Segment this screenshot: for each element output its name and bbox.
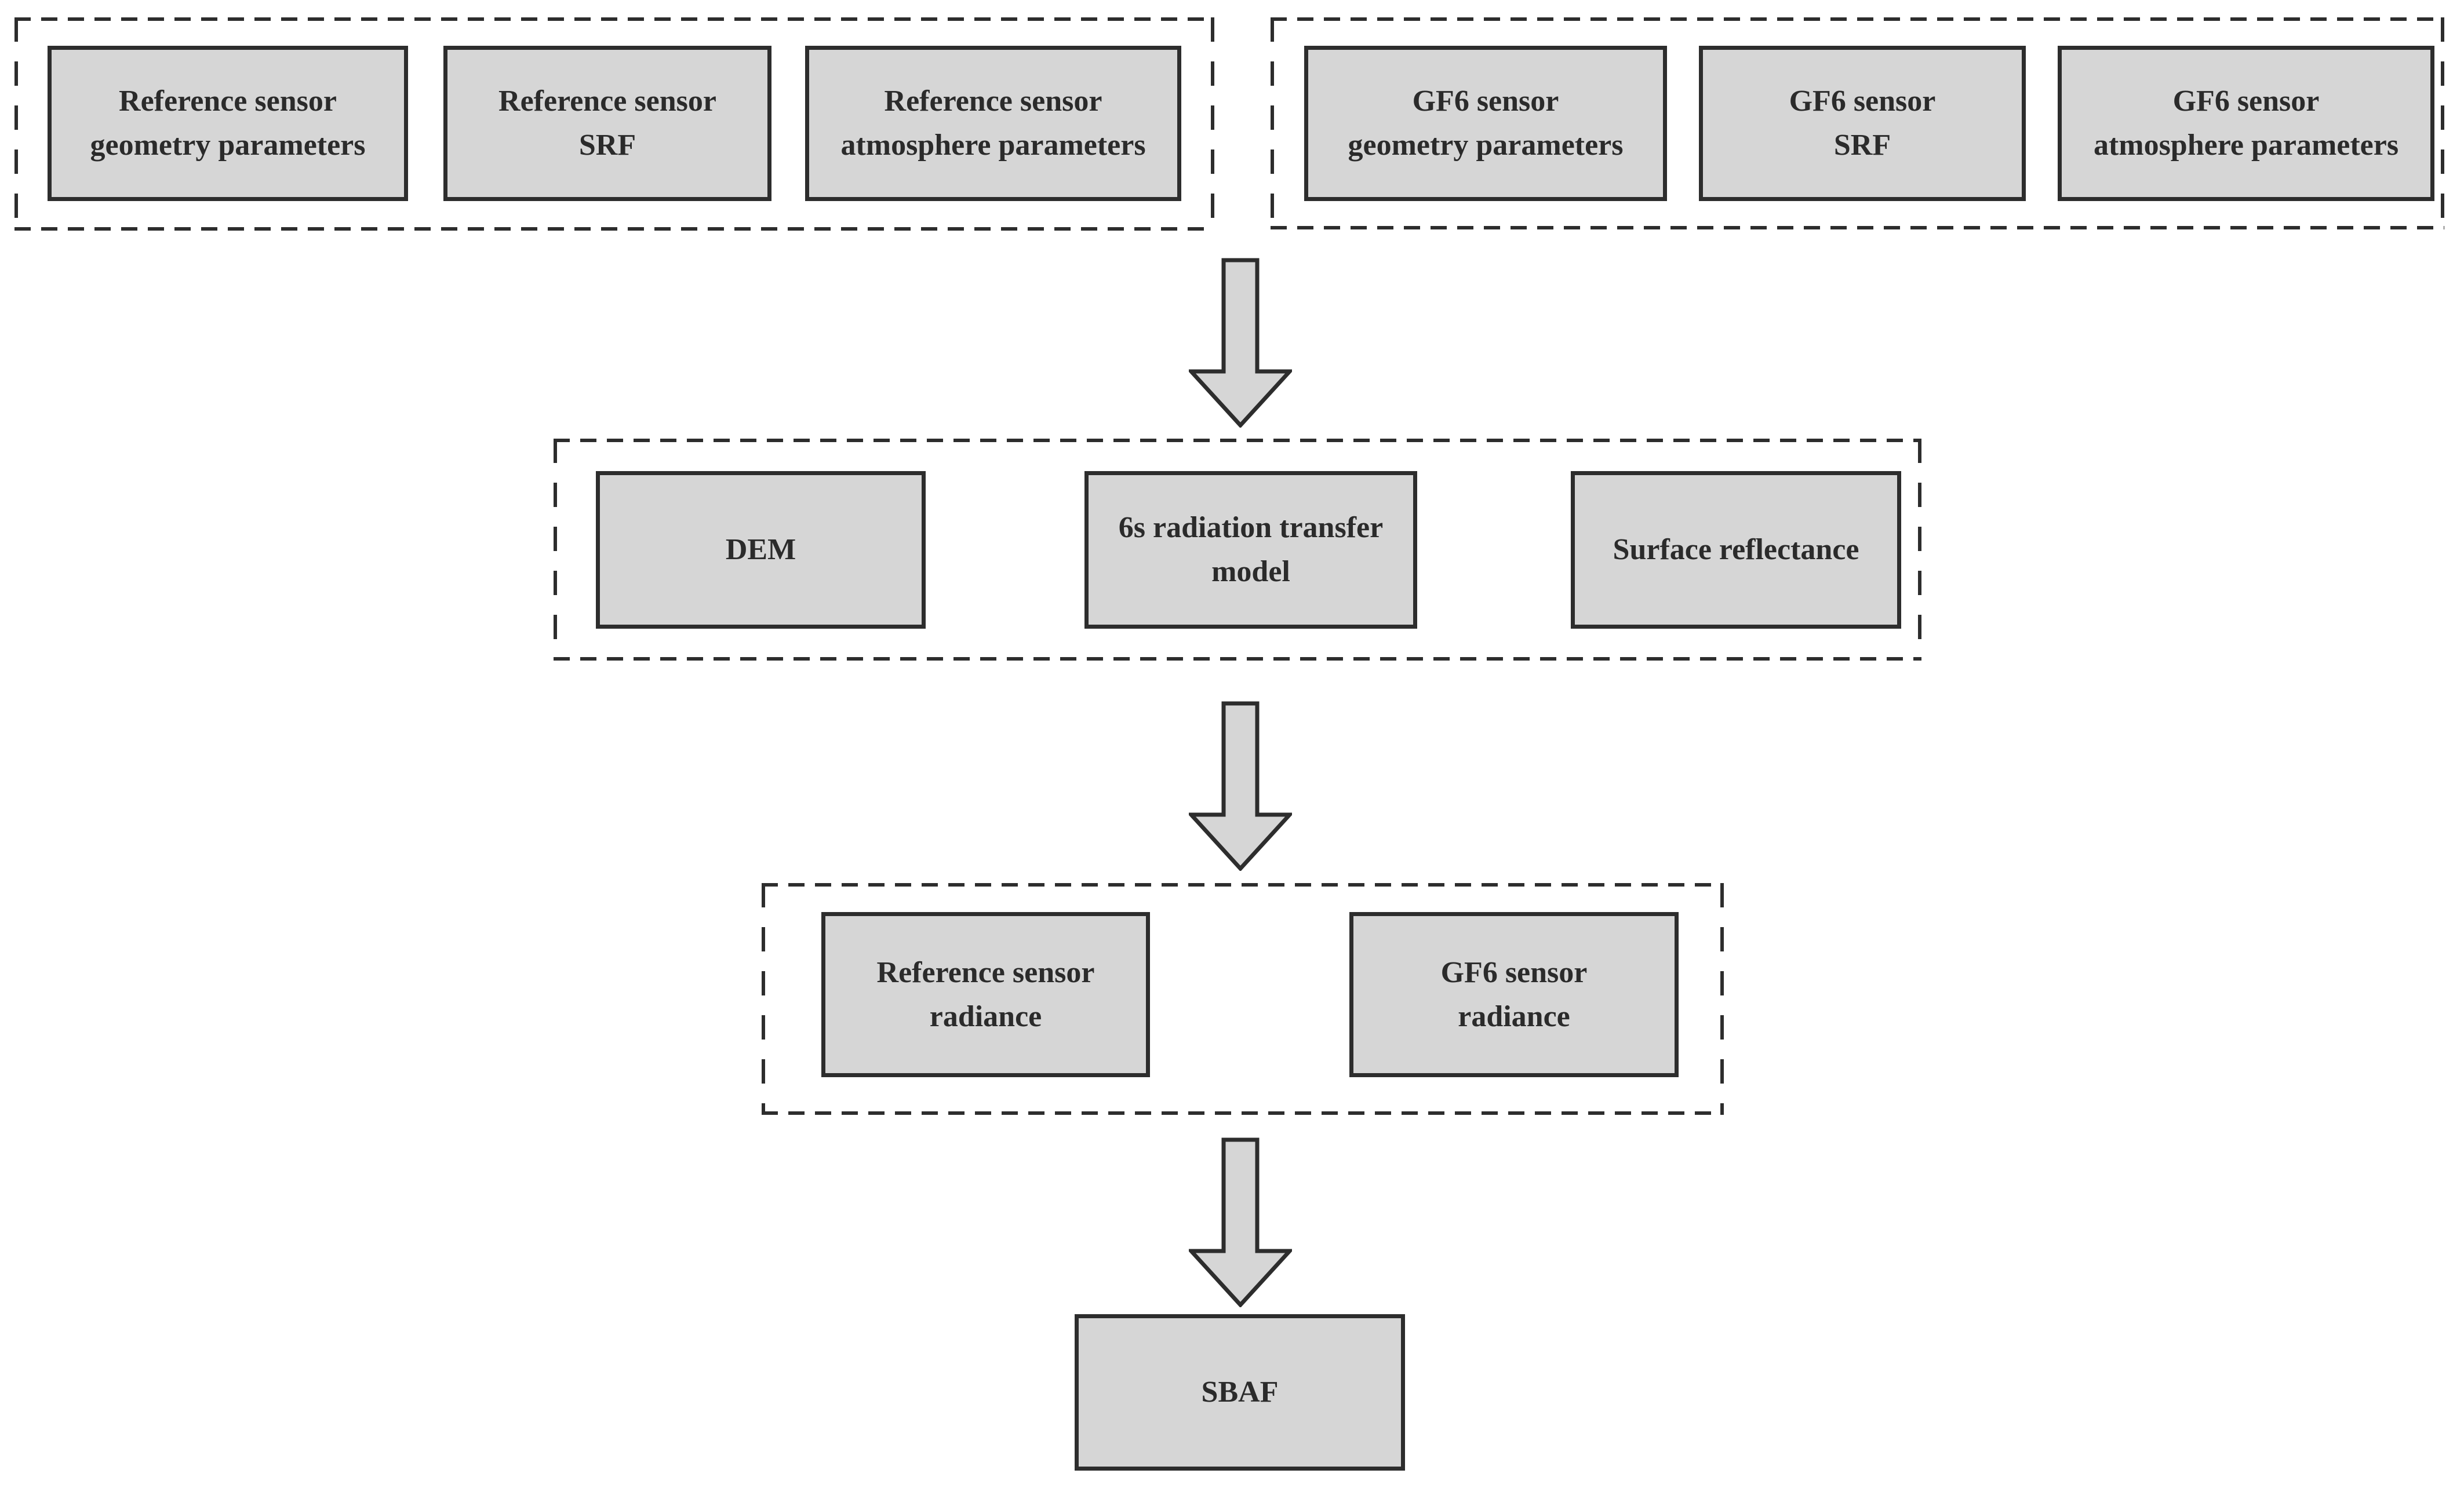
box-label-line: atmosphere parameters xyxy=(840,129,1146,162)
box-label-line: geometry parameters xyxy=(90,129,366,162)
box-surface-reflectance: Surface reflectance xyxy=(1571,471,1901,629)
box-reference-srf: Reference sensor SRF xyxy=(443,46,771,201)
box-label-line: Reference sensor xyxy=(498,85,716,118)
box-label-line: Reference sensor xyxy=(119,85,337,118)
box-gf6-radiance: GF6 sensor radiance xyxy=(1349,912,1679,1077)
box-gf6-atmosphere-parameters: GF6 sensor atmosphere parameters xyxy=(2058,46,2434,201)
down-arrow-icon xyxy=(1189,701,1292,871)
box-label-line: radiance xyxy=(1458,1000,1570,1033)
box-label-line: radiance xyxy=(929,1000,1042,1033)
box-label-line: GF6 sensor xyxy=(1789,85,1936,118)
box-reference-radiance: Reference sensor radiance xyxy=(821,912,1150,1077)
box-label-line: Reference sensor xyxy=(884,85,1102,118)
box-label-line: 6s radiation transfer xyxy=(1118,511,1384,544)
box-dem: DEM xyxy=(596,471,926,629)
box-label-line: GF6 sensor xyxy=(1440,955,1588,989)
box-gf6-geometry-parameters: GF6 sensor geometry parameters xyxy=(1304,46,1667,201)
box-label-line: GF6 sensor xyxy=(1412,85,1559,118)
box-reference-atmosphere-parameters: Reference sensor atmosphere parameters xyxy=(805,46,1181,201)
down-arrow-icon xyxy=(1189,1137,1292,1307)
box-label-line: geometry parameters xyxy=(1348,129,1624,162)
box-6s-radiation-transfer-model: 6s radiation transfer model xyxy=(1084,471,1417,629)
box-gf6-srf: GF6 sensor SRF xyxy=(1699,46,2026,201)
box-label-line: atmosphere parameters xyxy=(2093,129,2399,162)
box-label-line: Reference sensor xyxy=(876,955,1095,989)
box-reference-geometry-parameters: Reference sensor geometry parameters xyxy=(48,46,408,201)
box-label-line: SRF xyxy=(1833,129,1891,162)
box-label-line: SBAF xyxy=(1201,1376,1279,1409)
box-label-line: GF6 sensor xyxy=(2172,85,2320,118)
box-label-line: Surface reflectance xyxy=(1613,533,1859,566)
box-label-line: SRF xyxy=(578,129,636,162)
box-label-line: model xyxy=(1211,555,1290,588)
box-label-line: DEM xyxy=(725,533,796,566)
box-sbaf-output: SBAF xyxy=(1075,1314,1405,1471)
down-arrow-icon xyxy=(1189,258,1292,428)
